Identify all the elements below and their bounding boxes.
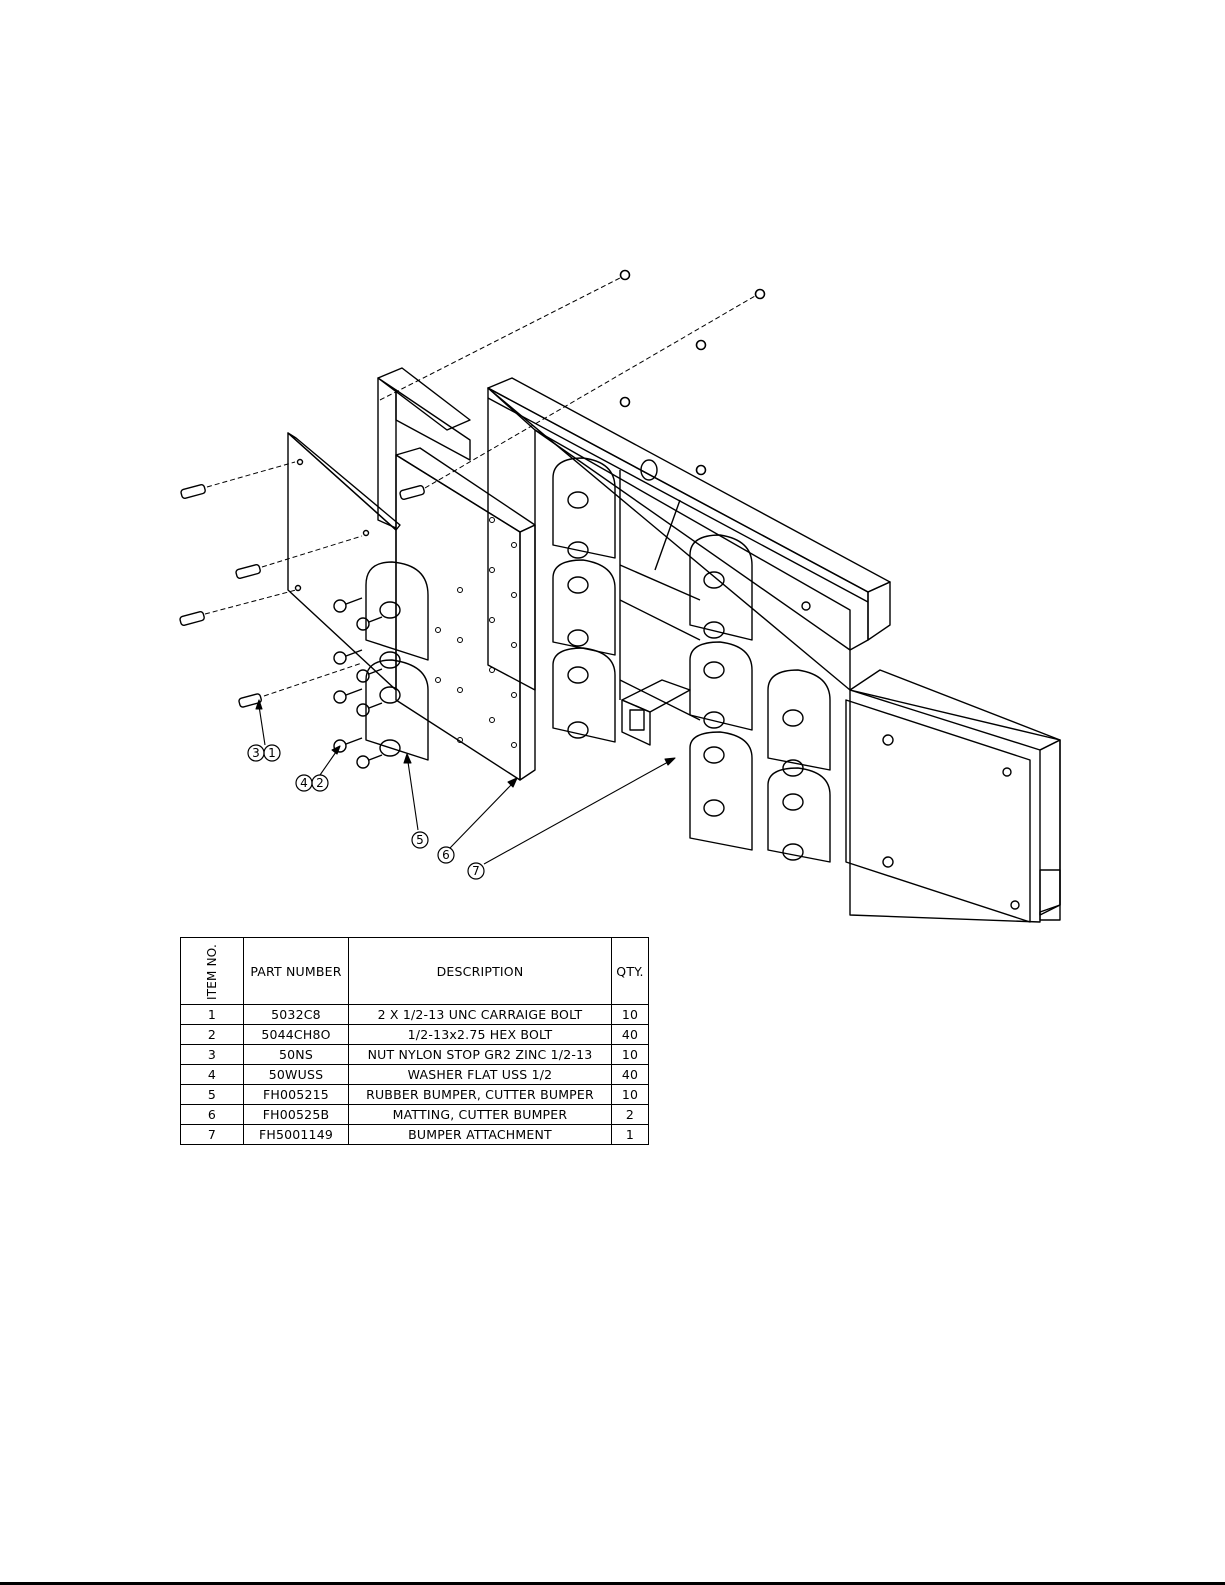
qty: 10 <box>610 1044 649 1065</box>
table-row: 2 5044CH8O 1/2-13x2.75 HEX BOLT 40 <box>180 1024 649 1045</box>
description: BUMPER ATTACHMENT <box>347 1124 612 1145</box>
item-no: 1 <box>180 1004 244 1025</box>
qty: 40 <box>610 1024 649 1045</box>
table-row: 4 50WUSS WASHER FLAT USS 1/2 40 <box>180 1064 649 1085</box>
bumper-attachment-frame <box>377 367 1061 923</box>
assembly-centerlines <box>204 277 756 697</box>
balloon-6: 6 <box>442 848 450 862</box>
item-balloons <box>247 744 485 880</box>
header-description: DESCRIPTION <box>347 937 612 1005</box>
qty: 40 <box>610 1064 649 1085</box>
item-no: 6 <box>180 1104 244 1125</box>
balloon-7: 7 <box>472 864 480 878</box>
part-number: 5044CH8O <box>242 1024 349 1045</box>
item-no: 7 <box>180 1124 244 1145</box>
header-qty: QTY. <box>610 937 649 1005</box>
description: MATTING, CUTTER BUMPER <box>347 1104 612 1125</box>
item-no: 4 <box>180 1064 244 1085</box>
table-row: 7 FH5001149 BUMPER ATTACHMENT 1 <box>180 1124 649 1145</box>
part-number: FH5001149 <box>242 1124 349 1145</box>
item-no: 2 <box>180 1024 244 1045</box>
table-row: 5 FH005215 RUBBER BUMPER, CUTTER BUMPER … <box>180 1084 649 1105</box>
part-number: FH005215 <box>242 1084 349 1105</box>
exploded-assembly-drawing: 3 1 4 2 5 6 7 <box>179 269 1061 923</box>
item-no: 5 <box>180 1084 244 1105</box>
part-number: 5032C8 <box>242 1004 349 1025</box>
header-part-number: PART NUMBER <box>242 937 349 1005</box>
rubber-bumpers-center <box>552 457 753 851</box>
description: 1/2-13x2.75 HEX BOLT <box>347 1024 612 1045</box>
part-number: 50NS <box>242 1044 349 1065</box>
item-no: 3 <box>180 1044 244 1065</box>
table-row: 6 FH00525B MATTING, CUTTER BUMPER 2 <box>180 1104 649 1125</box>
description: NUT NYLON STOP GR2 ZINC 1/2-13 <box>347 1044 612 1065</box>
hex-bolts-and-washers <box>333 597 383 769</box>
back-plate <box>287 432 401 691</box>
bom-header-row: ITEM NO. PART NUMBER DESCRIPTION QTY. <box>180 937 649 1005</box>
balloon-3: 3 <box>252 746 260 760</box>
leader-lines <box>255 699 676 865</box>
balloon-1: 1 <box>268 746 276 760</box>
balloon-4: 4 <box>300 776 308 790</box>
qty: 1 <box>610 1124 649 1145</box>
table-row: 1 5032C8 2 X 1/2-13 UNC CARRAIGE BOLT 10 <box>180 1004 649 1025</box>
part-number: FH00525B <box>242 1104 349 1125</box>
part-number: 50WUSS <box>242 1064 349 1085</box>
bill-of-materials-table: ITEM NO. PART NUMBER DESCRIPTION QTY. 1 … <box>180 937 649 1145</box>
qty: 10 <box>610 1084 649 1105</box>
description: 2 X 1/2-13 UNC CARRAIGE BOLT <box>347 1004 612 1025</box>
nylon-stop-nuts <box>619 269 766 476</box>
qty: 10 <box>610 1004 649 1025</box>
qty: 2 <box>610 1104 649 1125</box>
header-item-no: ITEM NO. <box>180 937 244 1005</box>
rubber-bumpers-right <box>767 669 831 863</box>
balloon-5: 5 <box>416 833 424 847</box>
carriage-bolts <box>179 484 425 708</box>
page-bottom-rule <box>0 1582 1225 1585</box>
rubber-bumpers-left <box>365 561 429 761</box>
table-row: 3 50NS NUT NYLON STOP GR2 ZINC 1/2-13 10 <box>180 1044 649 1065</box>
description: WASHER FLAT USS 1/2 <box>347 1064 612 1085</box>
matting-plate <box>395 447 536 781</box>
balloon-2: 2 <box>316 776 324 790</box>
description: RUBBER BUMPER, CUTTER BUMPER <box>347 1084 612 1105</box>
